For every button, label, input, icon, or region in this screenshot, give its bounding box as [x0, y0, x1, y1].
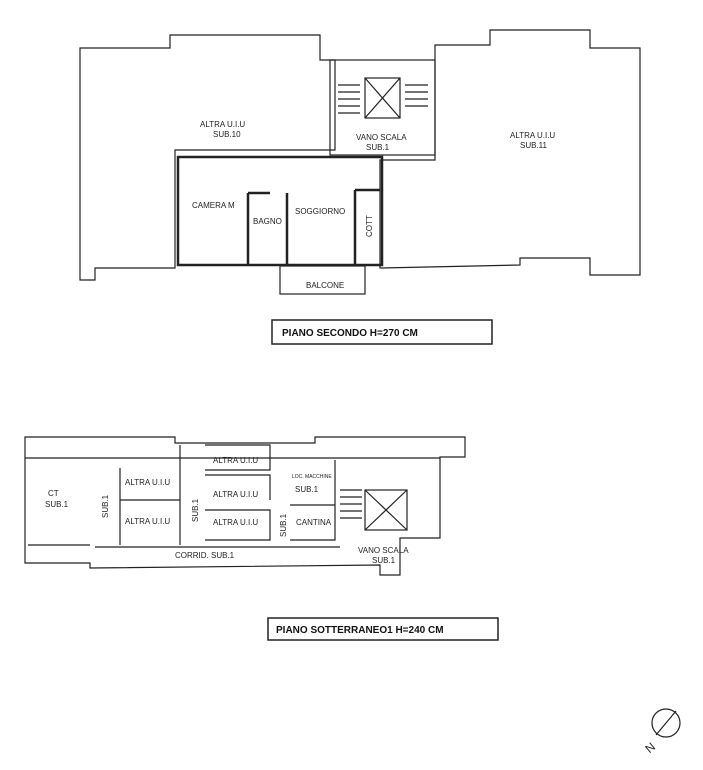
room-label: SUB.11	[520, 141, 548, 150]
room-label: SUB.1	[366, 143, 390, 152]
stair-core	[329, 59, 436, 156]
room-label: SUB.1	[295, 485, 319, 494]
room-cott: COTT	[365, 215, 374, 237]
title-box	[271, 319, 493, 345]
title-box	[267, 617, 499, 641]
walls	[25, 457, 440, 548]
elevator	[364, 77, 401, 119]
building-outline-right	[379, 29, 641, 276]
room-label: SUB.1	[45, 500, 69, 509]
room-label: SUB.1	[372, 556, 396, 565]
elevator-cross-icon	[364, 77, 401, 119]
room-label: ALTRA U.I.U	[510, 131, 555, 140]
elevator-cross-icon	[364, 489, 408, 531]
room-label: ALTRA U.I.U	[213, 518, 258, 527]
plan-title: PIANO SECONDO H=270 CM	[282, 328, 418, 339]
interior-walls	[119, 444, 336, 545]
room-label: LOC. MACCHINE	[292, 474, 332, 480]
stair-steps	[338, 84, 428, 114]
room-label: SUB.1	[279, 513, 288, 537]
north-arrow-icon: N	[642, 708, 681, 756]
interior-walls	[246, 188, 380, 265]
room-corridoio: CORRID. SUB.1	[175, 551, 235, 560]
basement-outline	[24, 436, 466, 576]
room-cantina: CANTINA	[296, 518, 332, 527]
apartment-walls	[176, 155, 384, 267]
room-label: ALTRA U.I.U	[213, 456, 258, 465]
lower-plan: CT SUB.1 SUB.1 ALTRA U.I.U ALTRA U.I.U S…	[24, 436, 499, 641]
room-label: ALTRA U.I.U	[125, 517, 170, 526]
room-balcone: BALCONE	[306, 281, 344, 290]
elevator	[364, 489, 408, 531]
north-label: N	[642, 740, 658, 756]
room-label: SUB.1	[101, 494, 110, 518]
room-ct: CT	[48, 489, 59, 498]
plan-title: PIANO SOTTERRANEO1 H=240 CM	[276, 625, 444, 636]
room-label: SUB.1	[191, 498, 200, 522]
upper-plan: ALTRA U.I.U SUB.10 ALTRA U.I.U SUB.11 VA…	[79, 29, 641, 345]
room-label: VANO SCALA	[358, 546, 409, 555]
stair-steps	[340, 489, 362, 519]
room-label: ALTRA U.I.U	[125, 478, 170, 487]
room-bagno: BAGNO	[253, 217, 282, 226]
room-soggiorno: SOGGIORNO	[295, 207, 345, 216]
room-label: VANO SCALA	[356, 133, 407, 142]
room-camera: CAMERA M	[192, 201, 235, 210]
room-label: ALTRA U.I.U	[200, 120, 245, 129]
room-label: SUB.10	[213, 130, 241, 139]
balcony	[279, 265, 366, 295]
room-label: ALTRA U.I.U	[213, 490, 258, 499]
building-outline-left	[79, 34, 336, 281]
